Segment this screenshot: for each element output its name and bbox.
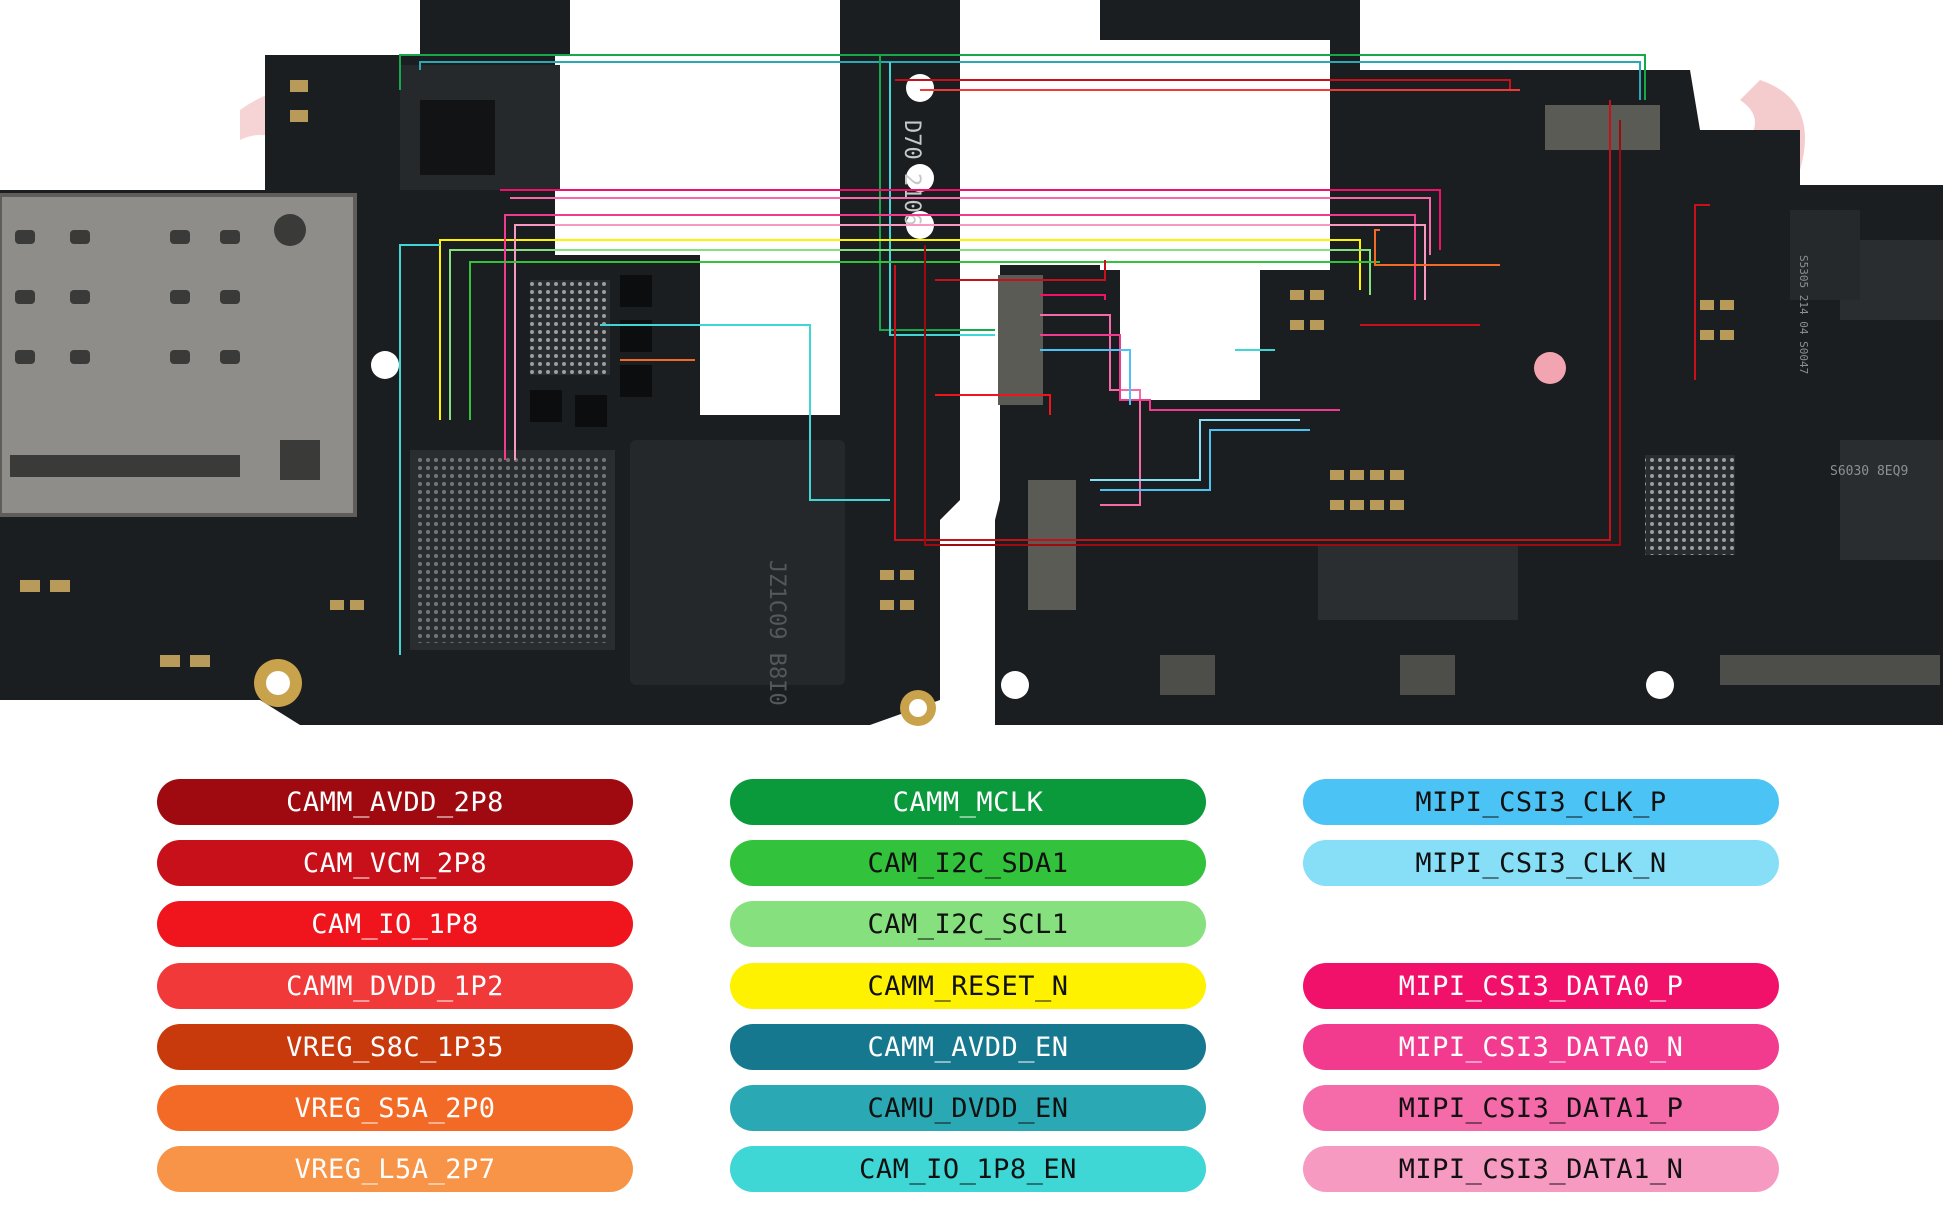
legend-item: CAMM_MCLK: [730, 779, 1206, 825]
legend-item: CAMM_AVDD_2P8: [157, 779, 633, 825]
right-board: S6030 8EQ9 S5305 214 04 S0047: [980, 0, 1943, 725]
svg-text:JZ1C09 B8I0: JZ1C09 B8I0: [764, 560, 789, 706]
legend-item: MIPI_CSI3_CLK_N: [1303, 840, 1779, 886]
board-marking-left: D70 2106: [899, 120, 924, 226]
legend-item: CAMU_DVDD_EN: [730, 1085, 1206, 1131]
legend-item: MIPI_CSI3_DATA1_N: [1303, 1146, 1779, 1192]
chip-marking-right-2: S6030 8EQ9: [1830, 464, 1908, 479]
legend-item: MIPI_CSI3_CLK_P: [1303, 779, 1779, 825]
pmic-chip: [1840, 440, 1943, 560]
legend-item: VREG_L5A_2P7: [157, 1146, 633, 1192]
legend-item: MIPI_CSI3_DATA0_N: [1303, 1024, 1779, 1070]
left-board: JZ1C09 B8I0 D70 2106: [0, 0, 960, 726]
legend-item: MIPI_CSI3_DATA1_P: [1303, 1085, 1779, 1131]
legend-item: CAM_IO_1P8: [157, 901, 633, 947]
legend-item: CAM_VCM_2P8: [157, 840, 633, 886]
signal-legend: CAMM_AVDD_2P8 CAM_VCM_2P8 CAM_IO_1P8 CAM…: [0, 760, 1943, 1215]
legend-item: CAM_I2C_SCL1: [730, 901, 1206, 947]
pcb-board-photo: JZ1C09 B8I0 D70 2106: [0, 0, 1943, 726]
legend-item: CAMM_DVDD_1P2: [157, 963, 633, 1009]
legend-item: CAM_I2C_SDA1: [730, 840, 1206, 886]
camera-connector-top: [998, 275, 1043, 405]
memory-chip: [630, 440, 845, 685]
chip-marking-right-1: S5305 214 04 S0047: [1797, 255, 1810, 374]
legend-item: MIPI_CSI3_DATA0_P: [1303, 963, 1779, 1009]
legend-item: VREG_S8C_1P35: [157, 1024, 633, 1070]
legend-item: CAMM_AVDD_EN: [730, 1024, 1206, 1070]
legend-item: CAMM_RESET_N: [730, 963, 1206, 1009]
signal-traces: [399, 54, 1710, 655]
legend-item: CAM_IO_1P8_EN: [730, 1146, 1206, 1192]
right-bga-chip: [1645, 455, 1735, 555]
legend-item: VREG_S5A_2P0: [157, 1085, 633, 1131]
